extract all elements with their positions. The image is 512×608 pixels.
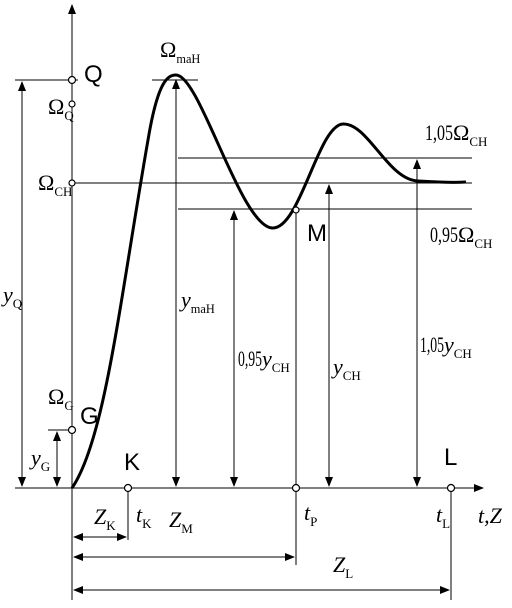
label-y-g: yG: [29, 445, 50, 474]
label-band-upper: 1,05ΩCH: [425, 120, 487, 149]
label-y-ch: yCH: [331, 354, 361, 383]
label-m: M: [307, 220, 327, 247]
label-omega-max: ΩmaH: [160, 37, 200, 66]
point-k: [123, 483, 133, 493]
label-omega-q: ΩQ: [48, 94, 74, 123]
point-ch: [68, 179, 76, 187]
label-t-p: tP: [304, 500, 317, 529]
label-y-max: ymaH: [179, 287, 215, 316]
response-curve: [70, 73, 467, 489]
label-q: Q: [84, 61, 103, 88]
label-omega-ch: ΩCH: [38, 170, 72, 199]
label-band-lower: 0,95ΩCH: [430, 222, 492, 251]
label-z-k: ZK: [94, 504, 116, 533]
point-m: [292, 206, 300, 214]
point-g: [67, 425, 77, 435]
point-q-low: [68, 100, 76, 108]
label-omega-g: ΩG: [48, 384, 74, 413]
point-l: [446, 483, 456, 493]
point-q: [67, 75, 77, 85]
label-y-095: 0,95yCH: [238, 346, 290, 375]
label-y-105: 1,05yCH: [420, 332, 472, 361]
x-axis-label: t,Z: [478, 503, 503, 528]
label-t-k: tK: [136, 502, 152, 531]
label-k: K: [124, 449, 140, 476]
label-t-l: tL: [436, 502, 450, 531]
label-y-q: yQ: [1, 282, 23, 311]
label-l: L: [444, 444, 457, 471]
label-z-l: ZL: [333, 552, 353, 581]
point-tp: [291, 483, 301, 493]
label-z-m: ZM: [169, 507, 193, 536]
label-g: G: [80, 403, 99, 430]
